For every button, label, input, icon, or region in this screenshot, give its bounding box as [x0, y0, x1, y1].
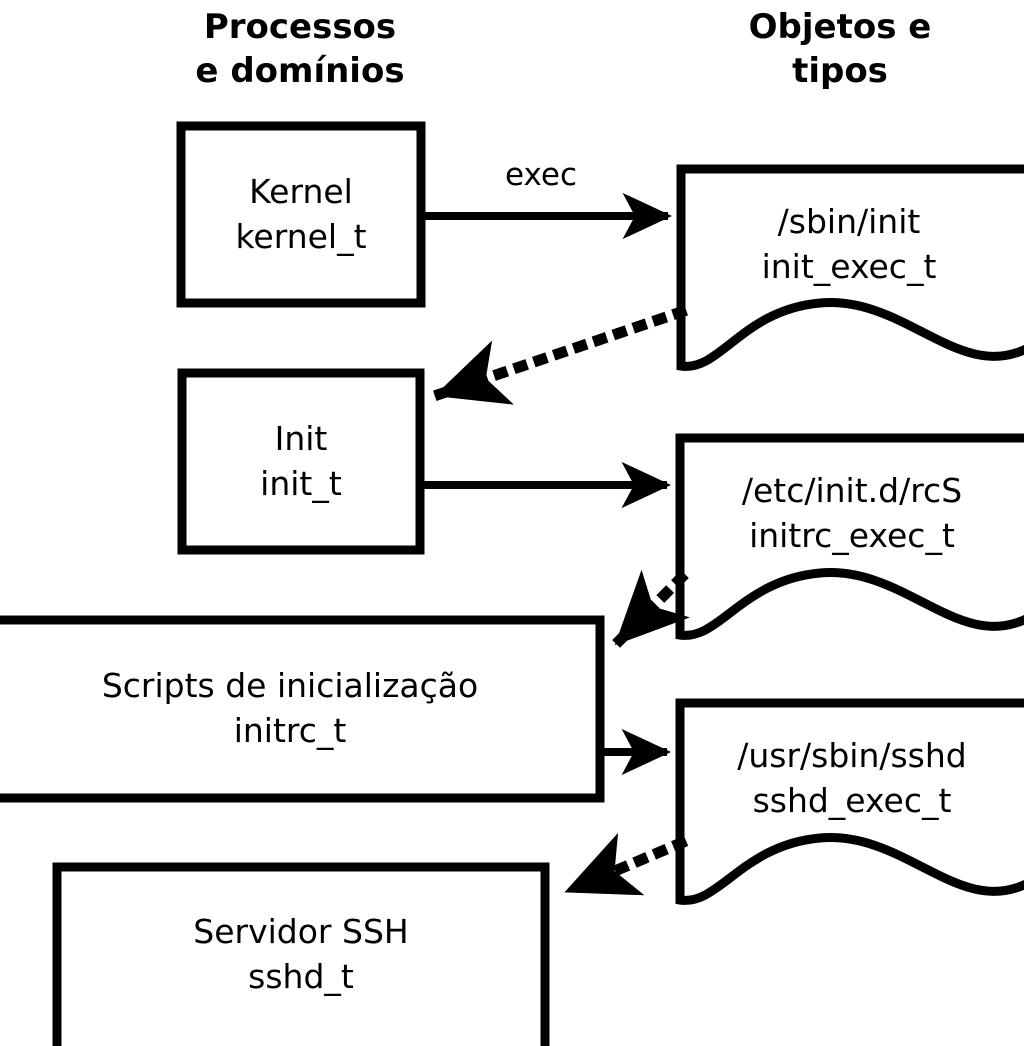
edge-label-exec: exec [505, 157, 578, 193]
object-node-sshd-exec[interactable] [675, 698, 1024, 905]
process-node-kernel[interactable] [176, 121, 426, 308]
object-node-init-exec[interactable] [676, 164, 1024, 371]
process-node-initrc[interactable] [0, 615, 605, 803]
column-header-processes: Processos e domínios [195, 7, 405, 91]
process-node-init[interactable] [177, 368, 425, 555]
column-header-objects: Objetos e tipos [748, 7, 932, 91]
edge-initrc-exec-to-initrc [611, 569, 690, 649]
edge-sshd-exec-to-sshd [562, 832, 689, 898]
edge-init-exec-to-init [433, 305, 688, 405]
object-node-initrc-exec[interactable] [675, 433, 1024, 640]
process-node-sshd[interactable] [52, 862, 550, 1046]
